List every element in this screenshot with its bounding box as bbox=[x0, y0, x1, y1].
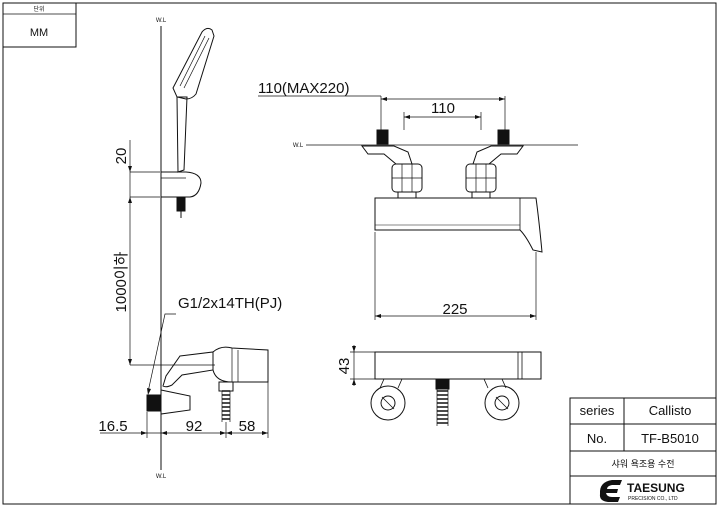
eccentric-right bbox=[472, 145, 524, 165]
no-label: No. bbox=[587, 431, 607, 446]
bottom-outlet bbox=[435, 378, 450, 390]
wall-inlet-left bbox=[376, 129, 389, 145]
eccentric-left bbox=[361, 145, 413, 165]
bottom-hose-thread bbox=[437, 390, 448, 424]
series-label: series bbox=[580, 403, 615, 418]
lever-handle-side bbox=[162, 351, 214, 388]
hose-thread bbox=[222, 390, 230, 420]
dim-110: 110 bbox=[431, 100, 455, 117]
dim-92: 92 bbox=[186, 418, 203, 435]
dim-225: 225 bbox=[442, 301, 467, 318]
wall-escutcheon-side bbox=[160, 389, 191, 415]
mixer-body-side bbox=[212, 346, 269, 383]
connector-disc-left bbox=[370, 385, 406, 421]
no-value: TF-B5010 bbox=[641, 431, 699, 446]
wall-label-front: W.L bbox=[293, 143, 304, 149]
bottom-view: 43 bbox=[336, 345, 542, 426]
dim-110-max: 110(MAX220) bbox=[258, 80, 349, 97]
dim-58: 58 bbox=[239, 418, 256, 435]
wall-inlet-right bbox=[497, 129, 510, 145]
brand-subtitle: PRECISION CO., LTD bbox=[628, 496, 678, 502]
hand-shower-head bbox=[172, 27, 215, 100]
side-view: W.L W.L 20 1000이하 bbox=[98, 18, 282, 480]
unit-value: MM bbox=[30, 27, 48, 39]
wall-inlet-side bbox=[146, 394, 162, 412]
connector-disc-right bbox=[484, 385, 520, 421]
mixer-body-front bbox=[374, 197, 543, 253]
shower-holder bbox=[160, 171, 202, 198]
hose-connector-top bbox=[176, 196, 186, 212]
product-description: 샤워 욕조용 수전 bbox=[612, 459, 675, 469]
series-value: Callisto bbox=[649, 403, 692, 418]
hand-shower-handle bbox=[176, 96, 188, 173]
dim-16-5: 16.5 bbox=[98, 418, 127, 435]
dim-1000: 1000이하 bbox=[113, 251, 130, 312]
dim-43: 43 bbox=[336, 358, 353, 375]
dim-20: 20 bbox=[113, 148, 130, 165]
dim-thread: G1/2x14TH(PJ) bbox=[178, 295, 282, 312]
front-view: 110(MAX220) 110 W.L bbox=[258, 80, 578, 320]
unit-box: 단위 MM bbox=[2, 2, 77, 48]
logo-e-icon bbox=[599, 480, 622, 502]
wall-label-side-bottom: W.L bbox=[156, 474, 167, 480]
title-block: series Callisto No. TF-B5010 샤워 욕조용 수전 T… bbox=[569, 397, 717, 505]
unit-label: 단위 bbox=[33, 5, 44, 13]
mixer-body-bottom bbox=[374, 351, 542, 380]
brand-name: TAESUNG bbox=[627, 481, 685, 495]
wall-label-side-top: W.L bbox=[156, 18, 167, 24]
brand-logo: TAESUNG PRECISION CO., LTD bbox=[599, 480, 685, 502]
